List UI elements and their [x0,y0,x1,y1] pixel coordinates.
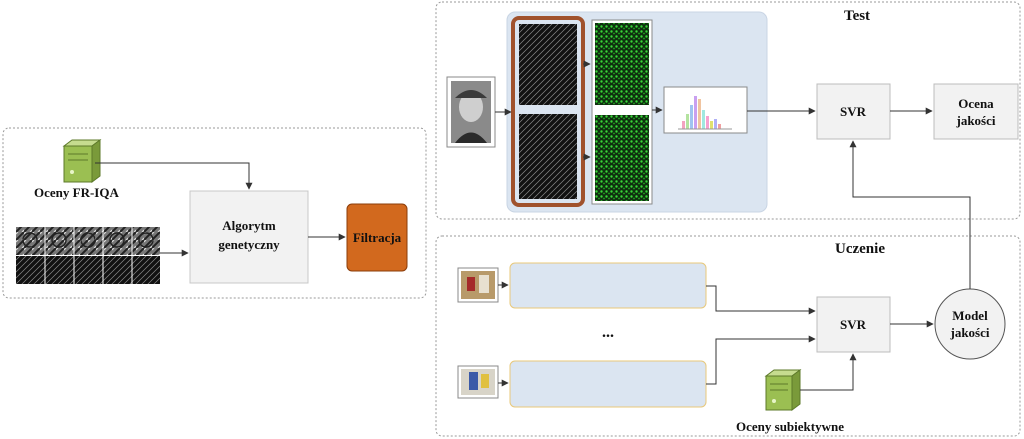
training-feature-box-2 [509,360,707,408]
edge-map-2 [519,114,577,199]
algorithm-label-line1: Algorytm [222,218,276,233]
box1-to-svr-arrow [706,285,816,315]
subjective-server-icon [764,369,802,411]
quality-score-line1: Ocena [958,96,994,111]
training-title: Uczenie [835,241,885,257]
quality-score-box [933,83,1019,140]
fr-iqa-arrow [95,162,253,190]
quality-model-line1: Model [952,308,988,323]
green-map-2 [595,115,649,201]
test-svr-box [816,83,891,140]
training-image-strip [16,227,160,284]
algorithm-label-line2: genetyczny [218,237,280,252]
training-image-1 [457,267,499,303]
model-to-test-svr-arrow [849,140,971,289]
filtration-label: Filtracja [353,230,402,245]
train-svr-box [816,296,891,353]
ellipsis: ... [602,324,614,341]
quality-model-line2: jakości [950,325,990,340]
test-svr-label: SVR [840,104,867,119]
subjective-to-svr-arrow [800,353,857,391]
green-map-1 [595,23,649,105]
test-title: Test [844,8,870,24]
quality-model-node [934,288,1006,360]
histogram-icon [663,86,748,134]
subjective-scores-label: Oceny subiektywne [736,419,844,434]
filtration-box [346,203,408,272]
edge-map-1 [519,24,577,105]
test-input-image [446,76,496,148]
box2-to-svr-arrow [706,335,816,385]
quality-score-line2: jakości [956,113,996,128]
fr-iqa-label: Oceny FR-IQA [34,185,119,200]
training-feature-box-1 [509,262,707,309]
training-image-2 [457,365,499,399]
edge-map-stack [511,16,585,207]
server-icon [62,139,102,183]
train-svr-label: SVR [840,317,867,332]
